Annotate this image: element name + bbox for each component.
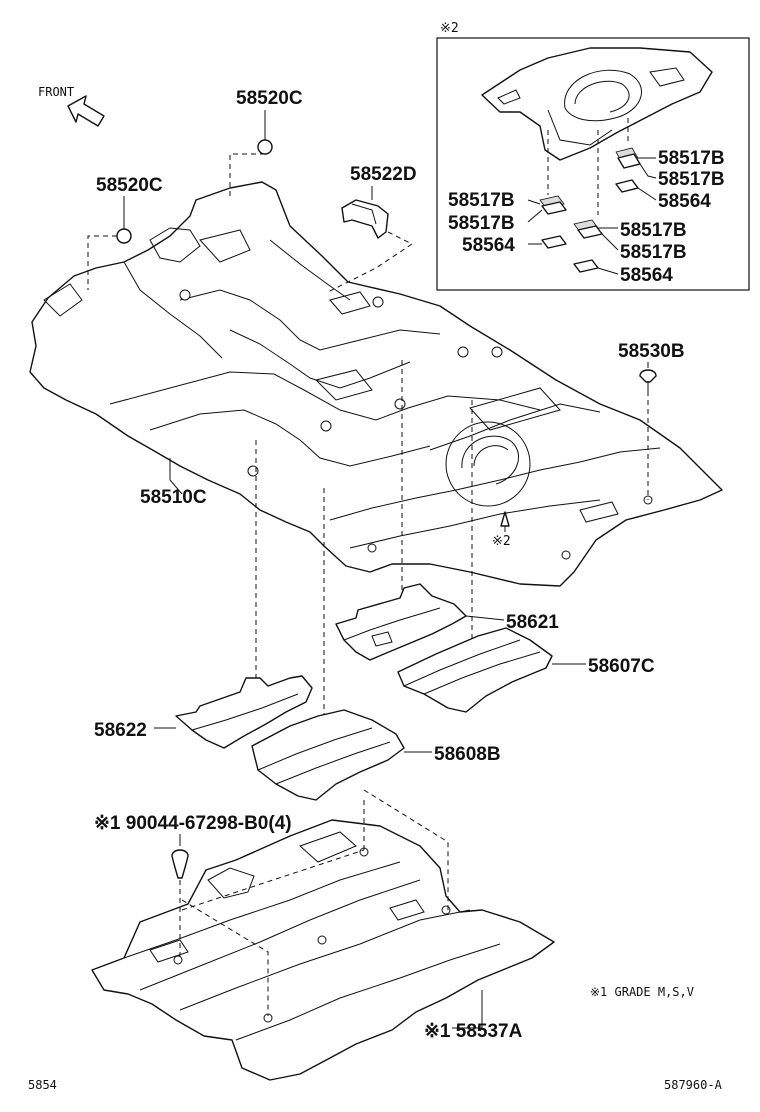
pad-58608B: 58608B [251, 709, 501, 801]
bracket-icon [341, 199, 389, 239]
front-arrow-icon [67, 95, 105, 127]
pad-58607C: 58607C [397, 627, 655, 713]
label-58510C: 58510C [140, 487, 207, 508]
label-58607C: 58607C [588, 656, 655, 677]
label-inset-58517B-r4: 58517B [620, 242, 687, 263]
clip-58520C-left: 58520C [87, 175, 163, 290]
floor-carpet-outline [29, 181, 723, 587]
pad-58622-shape [175, 675, 313, 749]
inset-ref-mark: ※2 [440, 21, 459, 36]
page-code-right: 587960-A [664, 1078, 723, 1092]
label-58520C-top: 58520C [236, 88, 303, 109]
pad-58621: 58621 [335, 583, 559, 661]
label-inset-58517B-r2: 58517B [658, 169, 725, 190]
label-inset-58517B-l2: 58517B [448, 213, 515, 234]
clip-58520C-top: 58520C [229, 88, 303, 200]
pad-58622: 58622 [94, 675, 313, 749]
clip-58530B: 58530B [618, 341, 685, 500]
main-floor-carpet: ※2 [29, 181, 723, 587]
pin-icon [639, 369, 657, 383]
front-indicator: FRONT [38, 85, 105, 127]
label-inset-58517B-r1: 58517B [658, 148, 725, 169]
detail-callout-circle [445, 421, 531, 507]
pad-58621-shape [335, 583, 467, 661]
inset-frame [436, 37, 750, 291]
label-58608B: 58608B [434, 744, 501, 765]
clip-circle-icon [257, 139, 273, 155]
label-58522D: 58522D [350, 164, 417, 185]
label-58530B: 58530B [618, 341, 685, 362]
label-58520C-left: 58520C [96, 175, 163, 196]
front-label: FRONT [38, 85, 74, 99]
label-58622: 58622 [94, 720, 147, 741]
pad-58607C-shape [397, 627, 553, 713]
inset-floor-section [481, 47, 713, 161]
label-inset-58517B-r3: 58517B [620, 220, 687, 241]
silencer-shape [91, 819, 555, 1081]
pad-58608B-shape [251, 709, 405, 801]
callout-mark-label: ※2 [492, 534, 511, 549]
label-58537A: ※1 58537A [424, 1021, 523, 1042]
page-code-left: 5854 [28, 1078, 57, 1092]
label-inset-58517B-l1: 58517B [448, 190, 515, 211]
inset-detail: ※2 58517B 5851 [436, 21, 750, 291]
label-inset-58564-l: 58564 [462, 235, 515, 256]
clip-circle-icon [116, 228, 132, 244]
label-90044: ※1 90044-67298-B0(4) [94, 813, 292, 834]
clip-90044: ※1 90044-67298-B0(4) [94, 813, 292, 960]
label-inset-58564-r2: 58564 [620, 265, 673, 286]
clip-58522D: 58522D [327, 164, 417, 293]
floor-silencer-58537A: ※1 58537A [91, 789, 555, 1081]
push-clip-icon [171, 849, 189, 879]
label-inset-58564-r1: 58564 [658, 191, 711, 212]
label-58621: 58621 [506, 612, 559, 633]
grade-note: ※1 GRADE M,S,V [590, 985, 694, 999]
